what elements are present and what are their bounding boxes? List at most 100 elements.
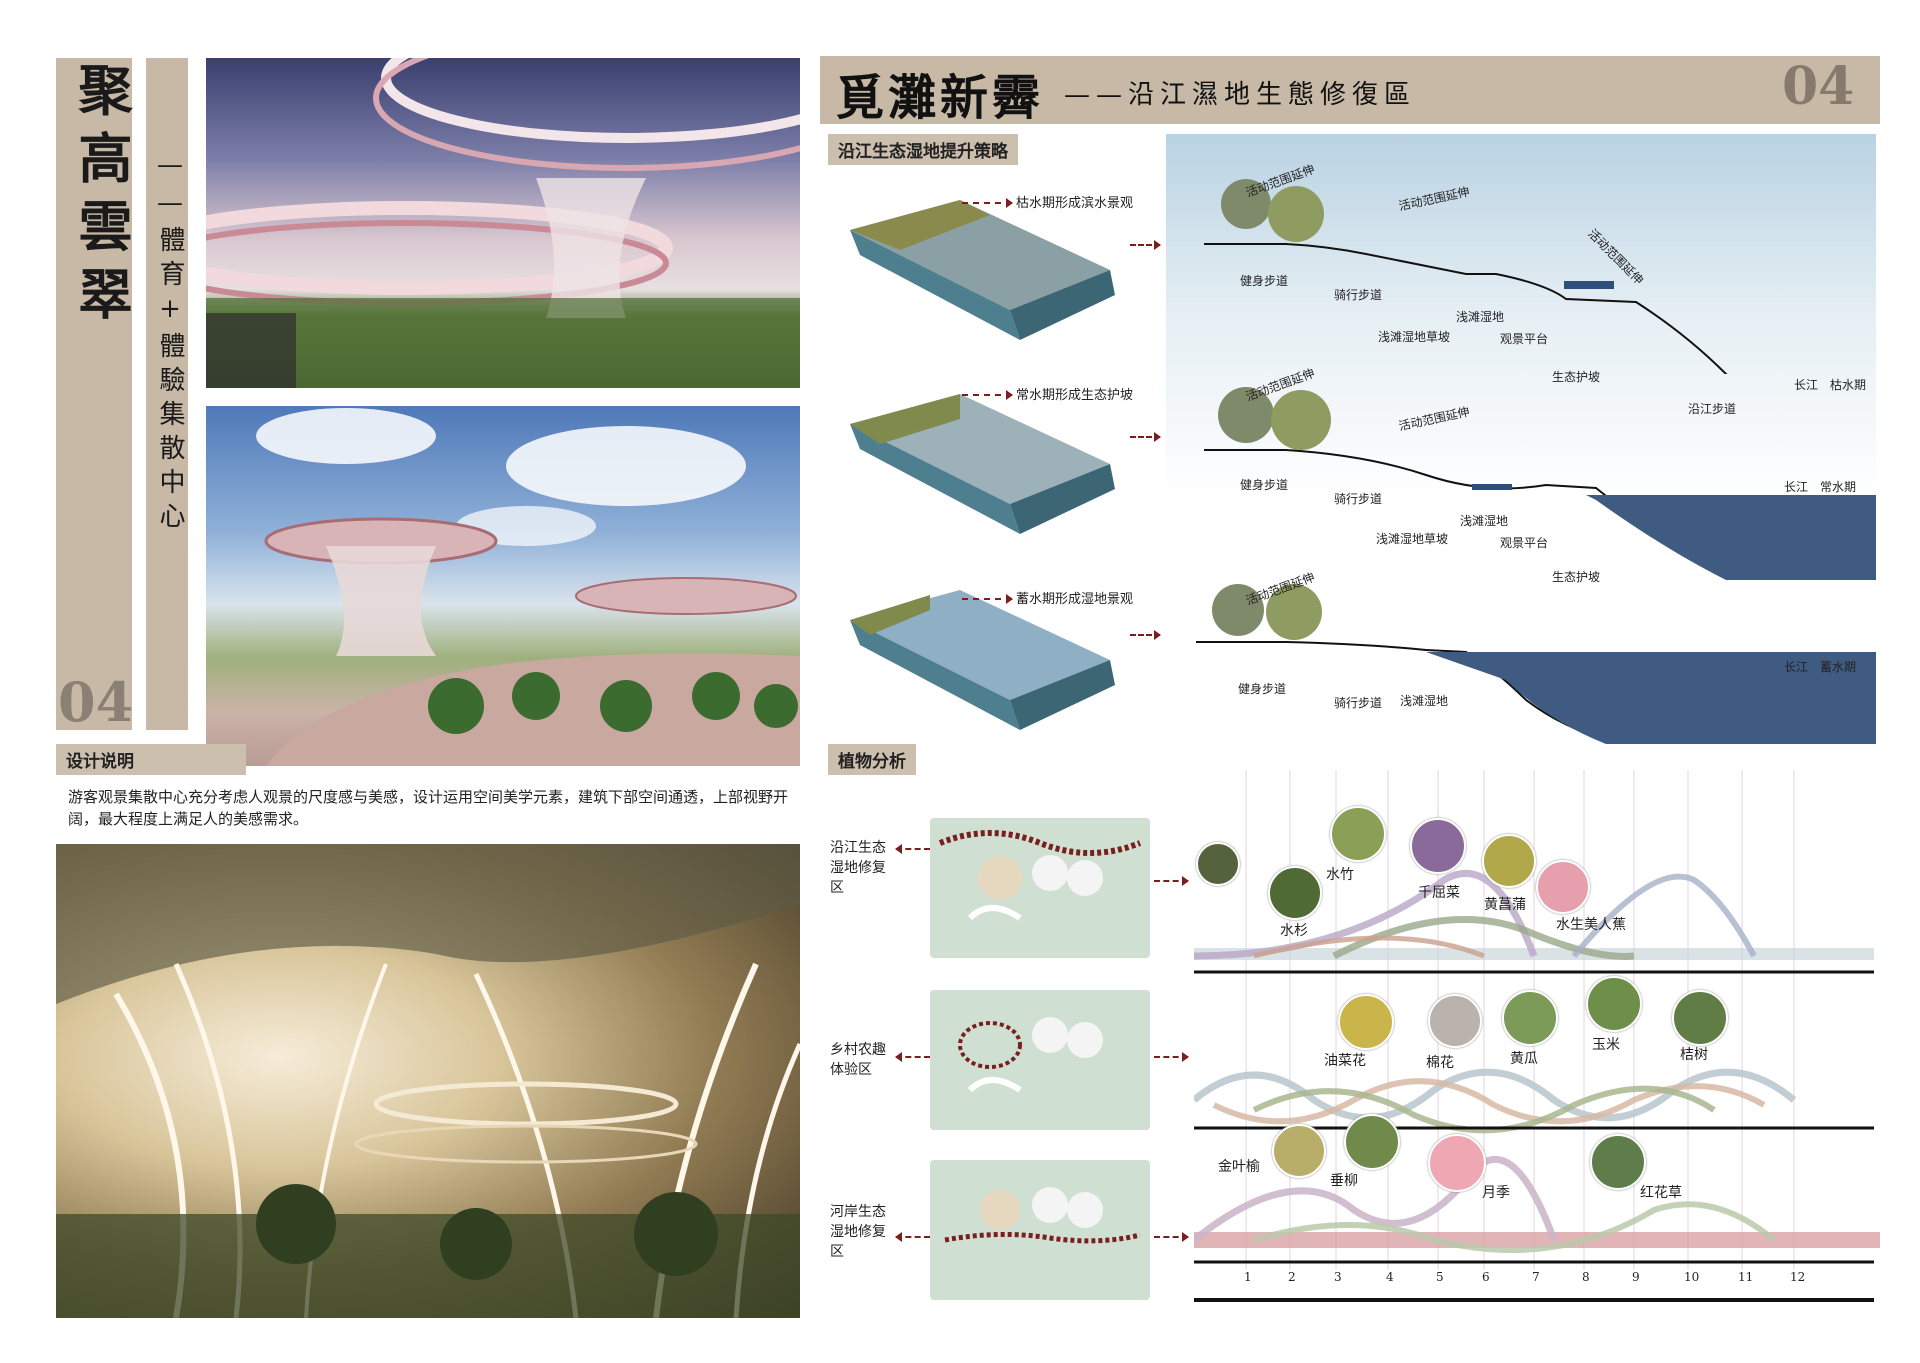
plant-photo bbox=[1196, 842, 1240, 886]
month-5: 5 bbox=[1436, 1270, 1444, 1284]
design-notes-tag: 设计说明 bbox=[56, 744, 246, 775]
zone-3-arrow-left bbox=[896, 1236, 930, 1238]
month-9: 9 bbox=[1632, 1270, 1640, 1284]
zone-1-name: 沿江生态湿地修复区 bbox=[830, 840, 886, 896]
plant-photo bbox=[1344, 1114, 1400, 1170]
section-2 bbox=[1166, 380, 1876, 580]
arrow-block3-to-section bbox=[1130, 630, 1161, 640]
main-title: 聚高雲翠 bbox=[69, 62, 133, 334]
left-page-number: 04 bbox=[58, 670, 134, 734]
strategy-block-2-label: 常水期形成生态护坡 bbox=[1016, 388, 1134, 403]
plant-photo bbox=[1536, 860, 1590, 914]
s1-period: 枯水期 bbox=[1830, 378, 1867, 392]
plant-label: 红花草 bbox=[1640, 1185, 1682, 1201]
strategy-block-1-label: 枯水期形成滨水景观 bbox=[1016, 196, 1134, 211]
month-3: 3 bbox=[1334, 1270, 1342, 1284]
section-3 bbox=[1166, 580, 1876, 744]
plant-photo bbox=[1330, 806, 1386, 862]
strategy-block-2 bbox=[840, 394, 1120, 544]
arrow-block1-to-label bbox=[962, 198, 1013, 208]
s1-eco-revetment: 生态护坡 bbox=[1552, 370, 1601, 384]
plant-photo bbox=[1268, 866, 1322, 920]
s2-viewing-platform: 观景平台 bbox=[1500, 536, 1549, 550]
month-12: 12 bbox=[1790, 1270, 1806, 1284]
s1-viewing-platform: 观景平台 bbox=[1500, 332, 1549, 346]
plant-label: 金叶榆 bbox=[1218, 1159, 1260, 1175]
month-4: 4 bbox=[1386, 1270, 1394, 1284]
interior-illustration bbox=[56, 844, 800, 1318]
arrow-block2-to-label bbox=[962, 390, 1013, 400]
plant-photo bbox=[1502, 990, 1558, 1046]
s1-shoal-wetland: 浅滩湿地 bbox=[1456, 310, 1505, 324]
canopy-illustration bbox=[206, 58, 800, 388]
plant-photo bbox=[1672, 990, 1728, 1046]
zone-1-map bbox=[930, 818, 1150, 958]
zone-1-arrow-right bbox=[1154, 876, 1189, 886]
s3-shoal-wetland: 浅滩湿地 bbox=[1400, 694, 1449, 708]
s3-river: 长江 bbox=[1784, 660, 1809, 674]
sub-title-panel bbox=[146, 58, 188, 730]
arrow-block1-to-section bbox=[1130, 240, 1161, 250]
s2-cycling-path: 骑行步道 bbox=[1334, 492, 1383, 506]
month-7: 7 bbox=[1532, 1270, 1540, 1284]
s2-wetland-slope: 浅滩湿地草坡 bbox=[1376, 532, 1449, 546]
left-title-panel bbox=[56, 58, 132, 730]
month-8: 8 bbox=[1582, 1270, 1590, 1284]
month-1: 1 bbox=[1244, 1270, 1252, 1284]
s1-river: 长江 bbox=[1794, 378, 1819, 392]
zone-2-name: 乡村农趣体验区 bbox=[830, 1042, 886, 1078]
s2-fitness-path: 健身步道 bbox=[1240, 478, 1289, 492]
s1-cycling-path: 骑行步道 bbox=[1334, 288, 1383, 302]
plant-label: 桔树 bbox=[1680, 1047, 1708, 1063]
strategy-block-3 bbox=[840, 590, 1120, 740]
plant-photo bbox=[1410, 818, 1466, 874]
plant-photo bbox=[1428, 994, 1482, 1048]
zone-2-arrow-left bbox=[896, 1056, 930, 1058]
s2-river: 长江 bbox=[1784, 480, 1809, 494]
s2-period: 常水期 bbox=[1820, 480, 1857, 494]
zone-3-map bbox=[930, 1160, 1150, 1300]
render-top-canopy bbox=[206, 58, 800, 388]
plant-label: 水竹 bbox=[1326, 867, 1354, 883]
arrow-block3-to-label bbox=[962, 594, 1013, 604]
plant-label: 千屈菜 bbox=[1418, 885, 1460, 901]
s2-shoal-wetland: 浅滩湿地 bbox=[1460, 514, 1509, 528]
s1-wetland-slope: 浅滩湿地草坡 bbox=[1378, 330, 1451, 344]
month-6: 6 bbox=[1482, 1270, 1490, 1284]
render-bottom-interior bbox=[56, 844, 800, 1318]
strategy-tag: 沿江生态湿地提升策略 bbox=[828, 134, 1018, 165]
plant-label: 黄瓜 bbox=[1510, 1051, 1538, 1067]
zone-2-map bbox=[930, 990, 1150, 1130]
header-page-number: 04 bbox=[1782, 56, 1855, 117]
s3-fitness-path: 健身步道 bbox=[1238, 682, 1287, 696]
render-middle-watercolor bbox=[206, 406, 800, 766]
s3-period: 蓄水期 bbox=[1820, 660, 1857, 674]
header-bar bbox=[820, 56, 1880, 124]
watercolor-illustration bbox=[256, 408, 800, 766]
s1-fitness-path: 健身步道 bbox=[1240, 274, 1289, 288]
plant-label: 水生美人蕉 bbox=[1556, 917, 1626, 933]
plant-photo bbox=[1338, 994, 1394, 1050]
zone-1-arrow-left bbox=[896, 848, 930, 850]
plants-tag: 植物分析 bbox=[828, 744, 916, 775]
month-10: 10 bbox=[1684, 1270, 1700, 1284]
plant-label: 油菜花 bbox=[1324, 1053, 1366, 1069]
zone-3-arrow-right bbox=[1154, 1232, 1189, 1242]
zone-3-name: 河岸生态湿地修复区 bbox=[830, 1204, 886, 1260]
header-title: 覓灘新霽 bbox=[836, 70, 1045, 126]
s2-eco-revetment: 生态护坡 bbox=[1552, 570, 1601, 584]
plant-label: 月季 bbox=[1482, 1185, 1510, 1201]
strategy-block-1 bbox=[840, 200, 1120, 350]
plant-photo bbox=[1272, 1124, 1326, 1178]
s1-riverside-path: 沿江步道 bbox=[1688, 402, 1737, 416]
plant-label: 棉花 bbox=[1426, 1055, 1454, 1071]
plant-label: 玉米 bbox=[1592, 1037, 1620, 1053]
plant-photo bbox=[1590, 1134, 1646, 1190]
design-notes-text: 游客观景集散中心充分考虑人观景的尺度感与美感，设计运用空间美学元素，建筑下部空间… bbox=[68, 788, 789, 828]
month-11: 11 bbox=[1738, 1270, 1754, 1284]
arrow-block2-to-section bbox=[1130, 432, 1161, 442]
header-subtitle: ——沿江濕地生態修復區 bbox=[1064, 80, 1417, 110]
month-2: 2 bbox=[1288, 1270, 1296, 1284]
plant-label: 水杉 bbox=[1280, 923, 1308, 939]
s3-cycling-path: 骑行步道 bbox=[1334, 696, 1383, 710]
